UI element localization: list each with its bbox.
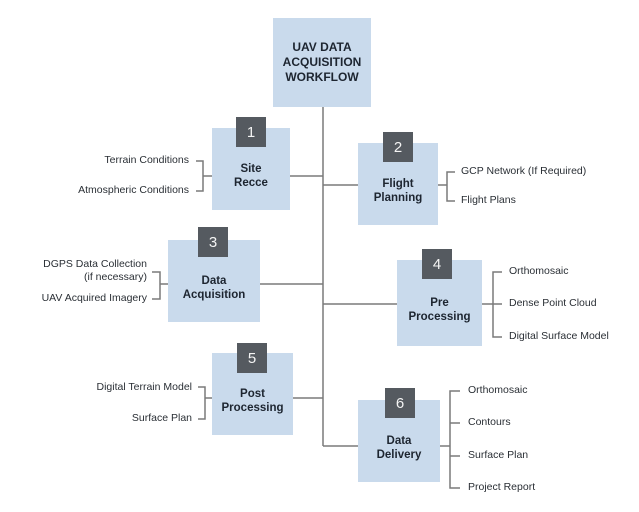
step-6-item-1: Orthomosaic <box>468 384 528 396</box>
title-text: UAV DATA ACQUISITION WORKFLOW <box>282 40 362 84</box>
step-number-4: 4 <box>432 255 442 273</box>
bracket-5 <box>198 386 212 420</box>
bracket-3 <box>152 271 168 300</box>
step-5-item-2: Surface Plan <box>131 412 192 424</box>
step-3-item-1: DGPS Data Collection (if necessary) <box>43 258 147 283</box>
step-number-badge-3: 3 <box>198 227 228 257</box>
step-label-3: Data Acquisition <box>182 275 246 301</box>
step-number-5: 5 <box>247 349 257 367</box>
step-number-1: 1 <box>246 123 256 141</box>
step-number-badge-5: 5 <box>237 343 267 373</box>
step-label-6: Data Delivery <box>376 435 422 461</box>
step-number-2: 2 <box>393 138 403 156</box>
step-number-badge-1: 1 <box>236 117 266 147</box>
step-number-3: 3 <box>208 233 218 251</box>
step-number-badge-6: 6 <box>385 388 415 418</box>
step-4-item-1: Orthomosaic <box>509 265 569 277</box>
step-2-item-1: GCP Network (If Required) <box>461 165 587 177</box>
bracket-4 <box>482 271 502 338</box>
step-1-item-2: Atmospheric Conditions <box>78 184 189 196</box>
step-2-item-2: Flight Plans <box>461 194 516 206</box>
title-box: UAV DATA ACQUISITION WORKFLOW <box>273 18 371 107</box>
step-number-badge-2: 2 <box>383 132 413 162</box>
bracket-2 <box>438 171 455 202</box>
step-6-item-2: Contours <box>468 416 511 428</box>
step-number-badge-4: 4 <box>422 249 452 279</box>
step-label-2: Flight Planning <box>373 178 423 204</box>
step-6-item-4: Project Report <box>468 481 536 493</box>
step-label-5: Post Processing <box>221 388 284 414</box>
step-5-item-1: Digital Terrain Model <box>96 381 192 393</box>
step-3-item-2: UAV Acquired Imagery <box>41 292 147 304</box>
bracket-6 <box>440 390 460 489</box>
step-6-item-3: Surface Plan <box>468 449 529 461</box>
step-label-1: Site Recce <box>234 163 268 189</box>
bracket-1 <box>196 160 212 192</box>
step-label-4: Pre Processing <box>408 297 471 323</box>
step-4-item-3: Digital Surface Model <box>509 330 609 342</box>
step-number-6: 6 <box>395 394 405 412</box>
step-1-item-1: Terrain Conditions <box>104 154 189 166</box>
step-4-item-2: Dense Point Cloud <box>509 297 597 309</box>
